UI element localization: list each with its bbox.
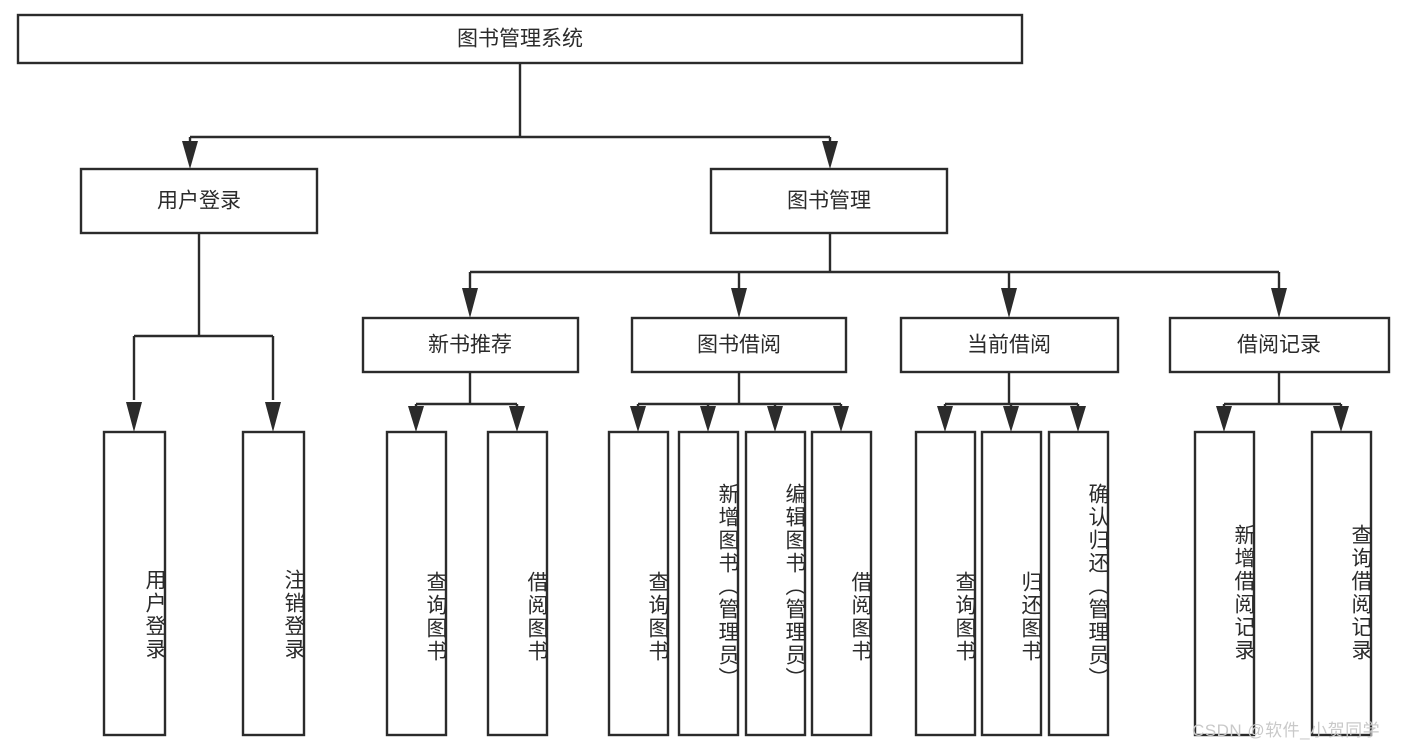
arrow-head-leaf-borrow-book-1 xyxy=(509,406,525,432)
arrow-head-leaf-add-book xyxy=(700,406,716,432)
arrow-head-leaf-borrow-book-2 xyxy=(833,406,849,432)
arrow-head-leaf-add-record xyxy=(1216,406,1232,432)
node-user-login[interactable]: 用户登录 xyxy=(79,167,319,235)
leaf-node-borrow-book-2-box[interactable] xyxy=(810,430,873,737)
leaf-node-return-book-box[interactable] xyxy=(980,430,1043,737)
arrow-head-leaf-logout-login xyxy=(265,402,281,432)
node-root-box[interactable] xyxy=(16,13,1024,65)
arrow-head-leaf-query-book-3 xyxy=(937,406,953,432)
node-book-borrow-label: 图书借阅 xyxy=(697,334,781,357)
connector-group-user-login xyxy=(126,233,281,432)
arrow-head-borrow-record xyxy=(1271,288,1287,318)
node-user-login-box[interactable] xyxy=(79,167,319,235)
node-root-label: 图书管理系统 xyxy=(457,28,583,51)
arrow-head-book-manage xyxy=(822,141,838,169)
leaf-node-query-book-1-box[interactable] xyxy=(385,430,448,737)
node-user-login-label: 用户登录 xyxy=(157,190,241,213)
connector-group-book-manage xyxy=(462,233,1287,318)
arrow-head-leaf-return-book xyxy=(1003,406,1019,432)
leaf-node-query-record-box[interactable] xyxy=(1310,430,1373,737)
leaf-node-borrow-book-1-box[interactable] xyxy=(486,430,549,737)
arrow-head-book-borrow xyxy=(731,288,747,318)
connector-group-root xyxy=(182,63,838,169)
arrow-head-leaf-query-record xyxy=(1333,406,1349,432)
leaf-node-confirm-return-box[interactable] xyxy=(1047,430,1110,737)
node-borrow-record-box[interactable] xyxy=(1168,316,1391,374)
arrow-head-current-borrow xyxy=(1001,288,1017,318)
node-current-borrow-label: 当前借阅 xyxy=(967,334,1051,357)
csdn-watermark: CSDN @软件_小贺同学 xyxy=(1192,721,1381,740)
connector-group-new-book-rec xyxy=(408,372,525,432)
node-book-borrow-box[interactable] xyxy=(630,316,848,374)
arrow-head-leaf-user-login xyxy=(126,402,142,432)
node-new-book-rec-box[interactable] xyxy=(361,316,580,374)
arrow-head-leaf-edit-book xyxy=(767,406,783,432)
leaf-node-add-book-box[interactable] xyxy=(677,430,740,737)
node-new-book-rec[interactable]: 新书推荐 xyxy=(361,316,580,374)
arrow-head-user-login xyxy=(182,141,198,169)
node-borrow-record-label: 借阅记录 xyxy=(1237,334,1321,357)
leaf-node-logout-login-box[interactable] xyxy=(241,430,306,737)
connector-group-book-borrow xyxy=(630,372,849,432)
arrow-head-leaf-query-book-2 xyxy=(630,406,646,432)
node-current-borrow-box[interactable] xyxy=(899,316,1120,374)
leaf-node-query-book-2-box[interactable] xyxy=(607,430,670,737)
leaf-nodes-group xyxy=(102,430,1373,737)
node-book-manage[interactable]: 图书管理 xyxy=(709,167,949,235)
node-new-book-rec-label: 新书推荐 xyxy=(428,334,512,357)
node-borrow-record[interactable]: 借阅记录 xyxy=(1168,316,1391,374)
leaf-node-add-record-box[interactable] xyxy=(1193,430,1256,737)
leaf-node-user-login-box[interactable] xyxy=(102,430,167,737)
arrow-head-leaf-confirm-return xyxy=(1070,406,1086,432)
connector-group-borrow-record xyxy=(1216,372,1349,432)
leaf-node-query-book-3-box[interactable] xyxy=(914,430,977,737)
node-current-borrow[interactable]: 当前借阅 xyxy=(899,316,1120,374)
leaf-node-edit-book-box[interactable] xyxy=(744,430,807,737)
node-book-borrow[interactable]: 图书借阅 xyxy=(630,316,848,374)
node-book-manage-box[interactable] xyxy=(709,167,949,235)
node-root[interactable]: 图书管理系统 xyxy=(16,13,1024,65)
arrow-head-leaf-query-book-1 xyxy=(408,406,424,432)
connector-group-current-borrow xyxy=(937,372,1086,432)
arrow-head-new-book-rec xyxy=(462,288,478,318)
node-book-manage-label: 图书管理 xyxy=(787,190,871,213)
